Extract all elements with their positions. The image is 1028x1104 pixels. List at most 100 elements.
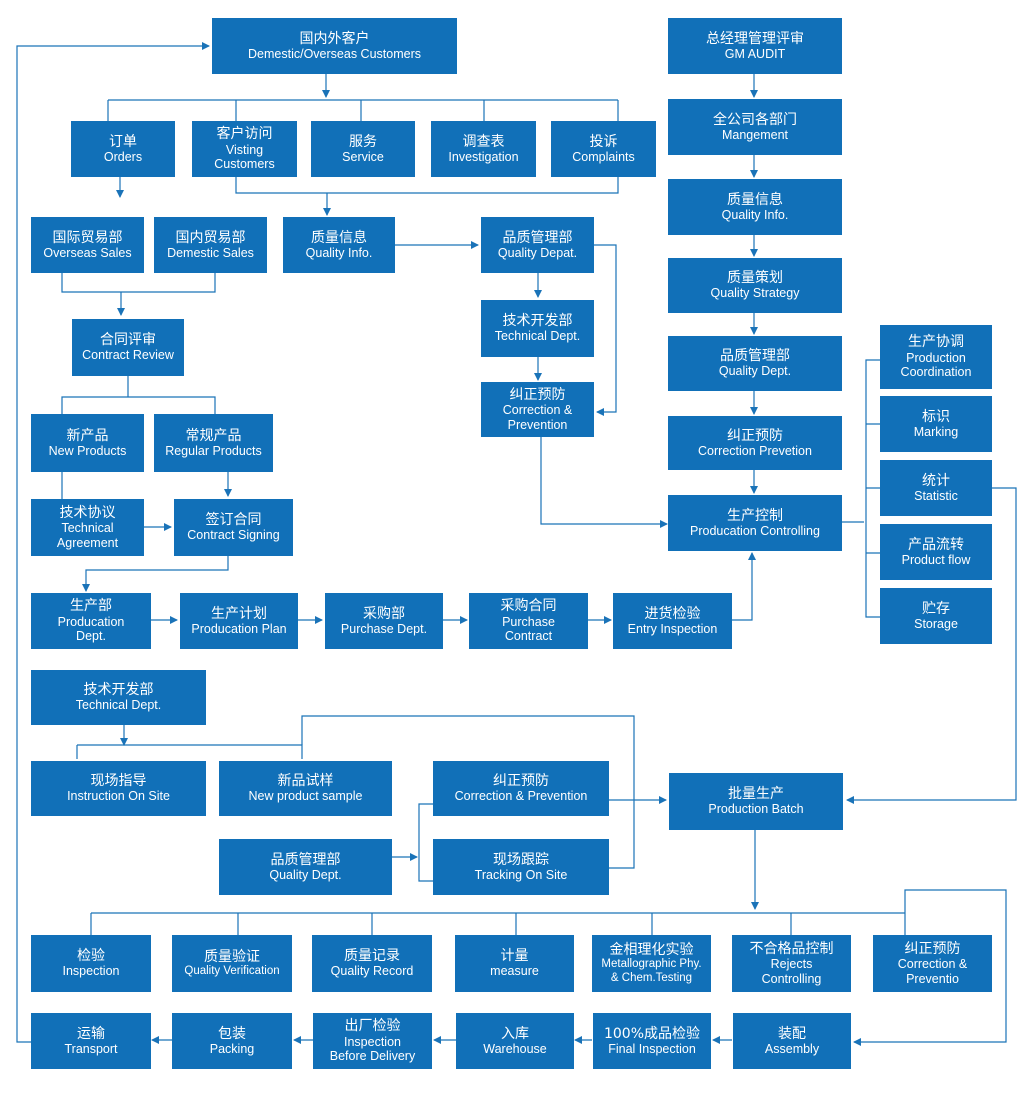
node-quality-info-1-en: Quality Info. <box>305 245 373 260</box>
node-quality-dept-1-en: Quality Depat. <box>497 245 578 260</box>
node-visiting-en1: Visting <box>225 142 264 157</box>
node-quality-dept-3-zh: 品质管理部 <box>270 851 341 868</box>
edge-sales-review <box>61 273 216 315</box>
node-delivery-inspection-en2: Before Delivery <box>329 1049 416 1064</box>
node-metallographic-en1: Metallographic Phy. <box>601 958 702 971</box>
node-final-inspection-en: Final Inspection <box>608 1041 696 1056</box>
node-purchase-contract-en1: Purchase <box>502 614 555 629</box>
node-correction-4-zh: 纠正预防 <box>904 940 961 957</box>
node-investigation-zh: 调查表 <box>462 133 505 150</box>
edge-transport-customers <box>16 42 210 1043</box>
node-packing-en: Packing <box>209 1041 255 1056</box>
node-product-flow-zh: 产品流转 <box>908 536 964 553</box>
loop-correction4-assembly <box>853 889 1007 1046</box>
node-storage-en: Storage <box>914 616 958 631</box>
node-orders-en: Orders <box>103 149 143 164</box>
node-gm-audit-zh: 总经理管理评审 <box>706 30 804 47</box>
node-prod-coord-zh: 生产协调 <box>908 334 964 351</box>
node-tech-agreement-en1: Technical <box>61 521 114 536</box>
node-marking-zh: 标识 <box>922 408 950 425</box>
node-correction-2-en: Correction Prevetion <box>698 443 812 458</box>
node-quality-info-2-zh: 质量信息 <box>727 191 783 208</box>
node-correction-1-zh: 纠正预防 <box>509 386 566 403</box>
node-entry-inspection-zh: 进货检验 <box>644 605 701 622</box>
node-correction-1-en2: Prevention <box>507 417 568 432</box>
edge-review-products <box>61 376 216 414</box>
node-complaints-zh: 投诉 <box>589 133 618 150</box>
node-purchase-dept-en: Purchase Dept. <box>340 621 428 636</box>
node-new-sample-zh: 新品试样 <box>277 773 334 790</box>
edge-qdept-correction-loop <box>594 244 617 416</box>
node-statistic-zh: 统计 <box>922 472 950 489</box>
node-orders-zh: 订单 <box>109 133 137 150</box>
node-quality-verification-en: Quality Verification <box>184 964 280 977</box>
node-final-inspection-zh: 100%成品检验 <box>603 1025 701 1042</box>
node-prod-batch-en: Production Batch <box>708 802 804 817</box>
node-warehouse-en: Warehouse <box>483 1041 547 1056</box>
node-quality-info-2-en: Quality Info. <box>721 207 789 222</box>
node-prod-coord-en1: Production <box>906 350 966 365</box>
node-tech-dept-2-zh: 技术开发部 <box>83 682 154 699</box>
node-correction-4-en1: Correction & <box>897 957 968 972</box>
edge-correction-controlling <box>540 437 668 528</box>
node-tech-dept-1-en: Technical Dept. <box>494 329 581 344</box>
node-quality-dept-2-zh: 品质管理部 <box>720 348 790 365</box>
bus-bottom-row2 <box>235 177 619 194</box>
node-correction-2-zh: 纠正预防 <box>727 427 783 444</box>
node-prod-plan-zh: 生产计划 <box>211 605 267 622</box>
node-complaints-en: Complaints <box>572 149 635 164</box>
node-prod-batch-zh: 批量生产 <box>728 786 784 803</box>
node-purchase-contract-en2: Contract <box>504 629 553 644</box>
node-rejects-zh: 不合格品控制 <box>749 940 834 957</box>
node-assembly-zh: 装配 <box>778 1025 806 1042</box>
node-correction-4-en2: Preventio <box>906 971 959 986</box>
node-tech-dept-1-zh: 技术开发部 <box>502 313 573 330</box>
node-quality-verification-zh: 质量验证 <box>204 948 260 965</box>
edge-signing-proddept <box>82 556 229 592</box>
node-prod-controlling-en: Producation Controlling <box>690 523 820 538</box>
node-correction-3-en: Correction & Prevention <box>454 789 588 804</box>
node-visiting-en2: Customers <box>214 157 275 172</box>
node-new-products-en: New Products <box>48 443 127 458</box>
node-customers-zh: 国内外客户 <box>299 30 370 47</box>
node-quality-dept-1-zh: 品质管理部 <box>502 229 573 246</box>
node-contract-review-zh: 合同评审 <box>100 332 156 349</box>
node-rejects-en2: Controlling <box>761 971 822 986</box>
node-product-flow-en: Product flow <box>901 552 971 567</box>
node-regular-products-en: Regular Products <box>165 443 262 458</box>
node-gm-audit-en: GM AUDIT <box>724 46 786 61</box>
node-quality-info-1-zh: 质量信息 <box>311 229 367 246</box>
node-quality-record-en: Quality Record <box>330 964 414 979</box>
bus-tech2 <box>76 744 303 759</box>
node-overseas-sales-zh: 国际贸易部 <box>52 229 123 246</box>
